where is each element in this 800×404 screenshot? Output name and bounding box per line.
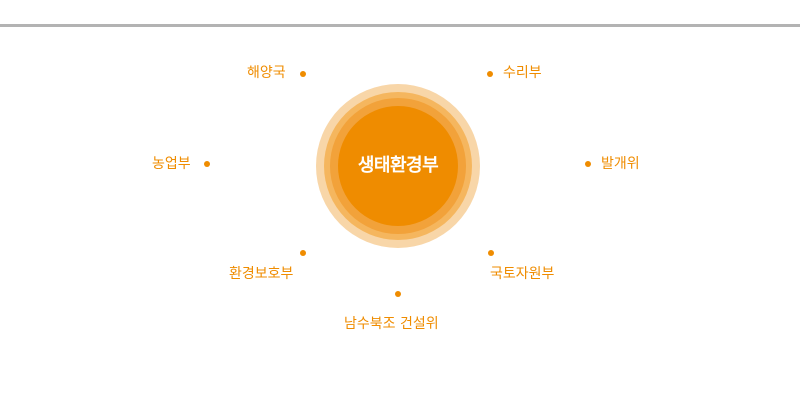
node-label-suribu: 수리부 xyxy=(503,65,542,81)
node-label-namsubukjo: 남수북조 건설위 xyxy=(344,316,439,332)
node-dot-balgaewi xyxy=(585,161,591,167)
node-label-balgaewi: 발개위 xyxy=(601,156,640,172)
node-label-nongeopbu: 농업부 xyxy=(152,156,191,172)
node-dot-guktojawonbu xyxy=(488,250,494,256)
node-dot-nongeopbu xyxy=(204,161,210,167)
node-label-haeyangguk: 해양국 xyxy=(247,65,286,81)
node-label-hwangyeongbohobu: 환경보호부 xyxy=(229,266,294,282)
node-label-guktojawonbu: 국토자원부 xyxy=(490,266,555,282)
core-circle xyxy=(338,106,458,226)
center-circle: 생태환경부 xyxy=(316,84,480,248)
node-dot-hwangyeongbohobu xyxy=(300,250,306,256)
center-label: 생태환경부 xyxy=(357,155,439,176)
top-divider xyxy=(0,24,800,27)
node-dot-suribu xyxy=(487,71,493,77)
node-dot-namsubukjo xyxy=(395,291,401,297)
node-dot-haeyangguk xyxy=(300,71,306,77)
